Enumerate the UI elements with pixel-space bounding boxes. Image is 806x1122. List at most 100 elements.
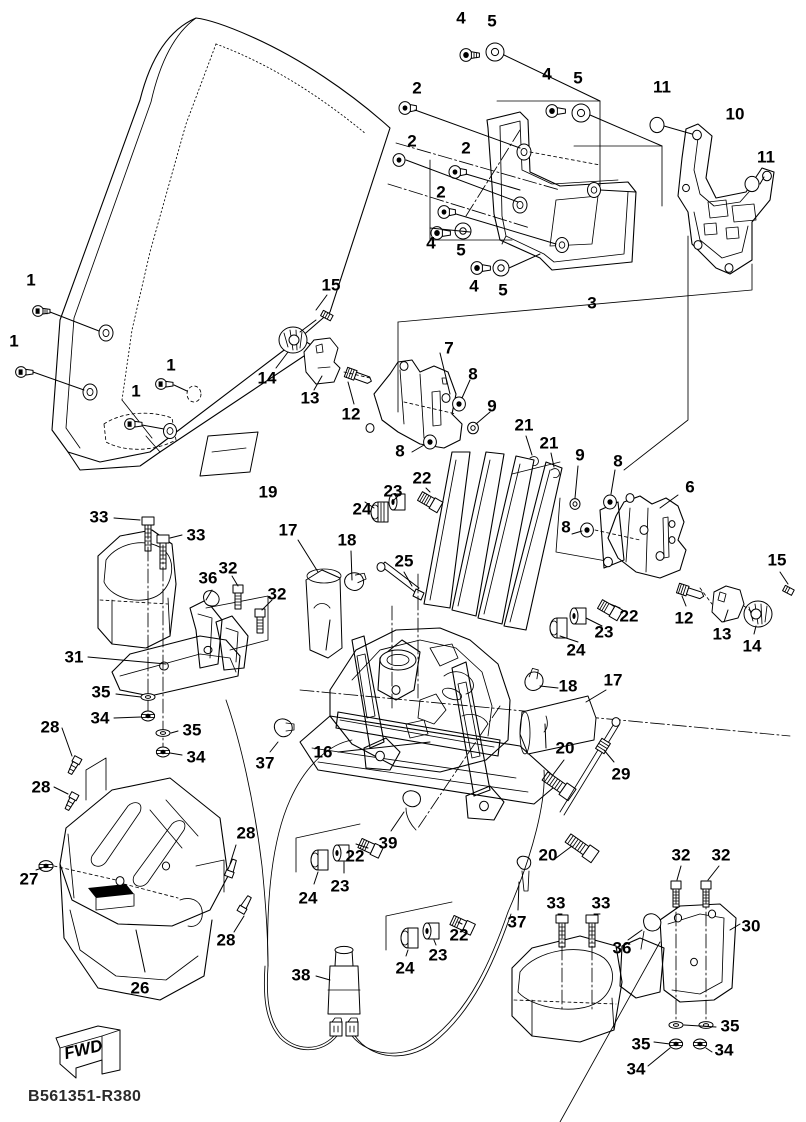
callout-number-20: 20: [555, 738, 575, 758]
callout-number-22: 22: [619, 606, 639, 626]
callout-number-34: 34: [626, 1059, 646, 1079]
callout-number-32: 32: [267, 584, 287, 604]
callout-number-26: 26: [130, 978, 150, 998]
callout-number-1: 1: [131, 381, 141, 401]
callout-number-35: 35: [631, 1034, 651, 1054]
callout-number-12: 12: [341, 404, 361, 424]
reservoir-bottle-38-part: [225, 699, 545, 1057]
callout-number-21: 21: [514, 415, 534, 435]
callout-number-23: 23: [594, 622, 614, 642]
callout-number-29: 29: [611, 764, 631, 784]
callout-number-20: 20: [538, 845, 558, 865]
callout-number-23: 23: [428, 945, 448, 965]
callout-number-28: 28: [236, 823, 256, 843]
steering-column-assembly: [269, 451, 791, 911]
mirror-left-assembly: [87, 516, 273, 758]
callout-number-9: 9: [487, 396, 497, 416]
callout-number-2: 2: [461, 138, 471, 158]
grip-cover-17-right: [519, 667, 607, 755]
callout-number-8: 8: [561, 517, 571, 537]
damper-set-upper-center: [364, 487, 444, 523]
callout-number-8: 8: [395, 441, 405, 461]
callout-number-23: 23: [383, 481, 403, 501]
grip-cover-17-left: [297, 539, 367, 659]
callout-number-28: 28: [216, 930, 236, 950]
callout-number-4: 4: [469, 276, 479, 296]
damper-set-right: [549, 599, 624, 643]
callout-number-35: 35: [720, 1016, 740, 1036]
callout-number-9: 9: [575, 445, 585, 465]
callout-number-4: 4: [542, 64, 552, 84]
callout-number-14: 14: [742, 636, 762, 656]
callout-number-37: 37: [255, 753, 275, 773]
callout-number-28: 28: [40, 717, 60, 737]
callout-number-24: 24: [395, 958, 415, 978]
callout-number-1: 1: [26, 270, 36, 290]
callout-number-5: 5: [573, 68, 583, 88]
callout-number-2: 2: [436, 182, 446, 202]
callout-number-33: 33: [591, 893, 611, 913]
callout-number-22: 22: [345, 846, 365, 866]
callout-number-18: 18: [558, 676, 578, 696]
adjuster-assy-left: [275, 294, 372, 405]
stay-10-part: [397, 116, 775, 471]
callout-number-25: 25: [394, 551, 414, 571]
callout-number-5: 5: [498, 280, 508, 300]
callout-number-36: 36: [612, 938, 632, 958]
callout-number-2: 2: [412, 78, 422, 98]
callout-number-8: 8: [468, 364, 478, 384]
bracket-6-part: [511, 435, 687, 579]
rod-25-part: [376, 561, 425, 701]
callout-number-35: 35: [182, 720, 202, 740]
callout-number-22: 22: [449, 925, 469, 945]
callout-number-19: 19: [258, 482, 278, 502]
callout-number-34: 34: [186, 747, 206, 767]
damper-set-lower-right: [385, 901, 476, 957]
callout-number-12: 12: [674, 608, 694, 628]
callout-number-17: 17: [278, 520, 298, 540]
bolt-20-lower: [555, 833, 600, 864]
callout-number-11: 11: [757, 147, 775, 167]
callout-number-18: 18: [337, 530, 357, 550]
callout-number-24: 24: [352, 499, 372, 519]
damper-set-lower-left: [295, 823, 384, 885]
callout-number-1: 1: [9, 331, 19, 351]
callout-number-5: 5: [456, 240, 466, 260]
callout-number-6: 6: [685, 477, 695, 497]
callout-number-31: 31: [64, 647, 84, 667]
callout-number-2: 2: [407, 131, 417, 151]
callout-number-28: 28: [31, 777, 51, 797]
side-cover-26-part: [35, 727, 252, 1001]
rod-29-part: [559, 717, 621, 816]
callout-number-15: 15: [767, 550, 787, 570]
callout-number-24: 24: [298, 888, 318, 908]
callout-number-4: 4: [456, 8, 466, 28]
callout-number-36: 36: [198, 568, 218, 588]
adjuster-assy-right: [675, 571, 795, 635]
callout-number-4: 4: [426, 233, 436, 253]
caution-label-part: [199, 431, 259, 477]
callout-number-11: 11: [653, 77, 671, 97]
callout-number-23: 23: [330, 876, 350, 896]
callout-number-24: 24: [566, 640, 586, 660]
diagram-code-label: B561351-R380: [28, 1088, 142, 1105]
callout-number-32: 32: [218, 558, 238, 578]
hardware-bolts-4-5: [429, 42, 663, 277]
hardware-collars-2: [392, 101, 557, 245]
callout-number-37: 37: [507, 912, 527, 932]
callout-number-16: 16: [313, 742, 333, 762]
callout-number-13: 13: [712, 624, 732, 644]
callout-number-7: 7: [444, 338, 454, 358]
callout-number-15: 15: [321, 275, 341, 295]
callout-number-3: 3: [587, 293, 597, 313]
callout-number-32: 32: [671, 845, 691, 865]
callout-number-21: 21: [539, 433, 559, 453]
callout-number-22: 22: [412, 468, 432, 488]
callout-number-33: 33: [89, 507, 109, 527]
callout-number-27: 27: [19, 869, 39, 889]
callout-number-34: 34: [90, 708, 110, 728]
callout-number-38: 38: [291, 965, 311, 985]
callout-number-30: 30: [741, 916, 761, 936]
